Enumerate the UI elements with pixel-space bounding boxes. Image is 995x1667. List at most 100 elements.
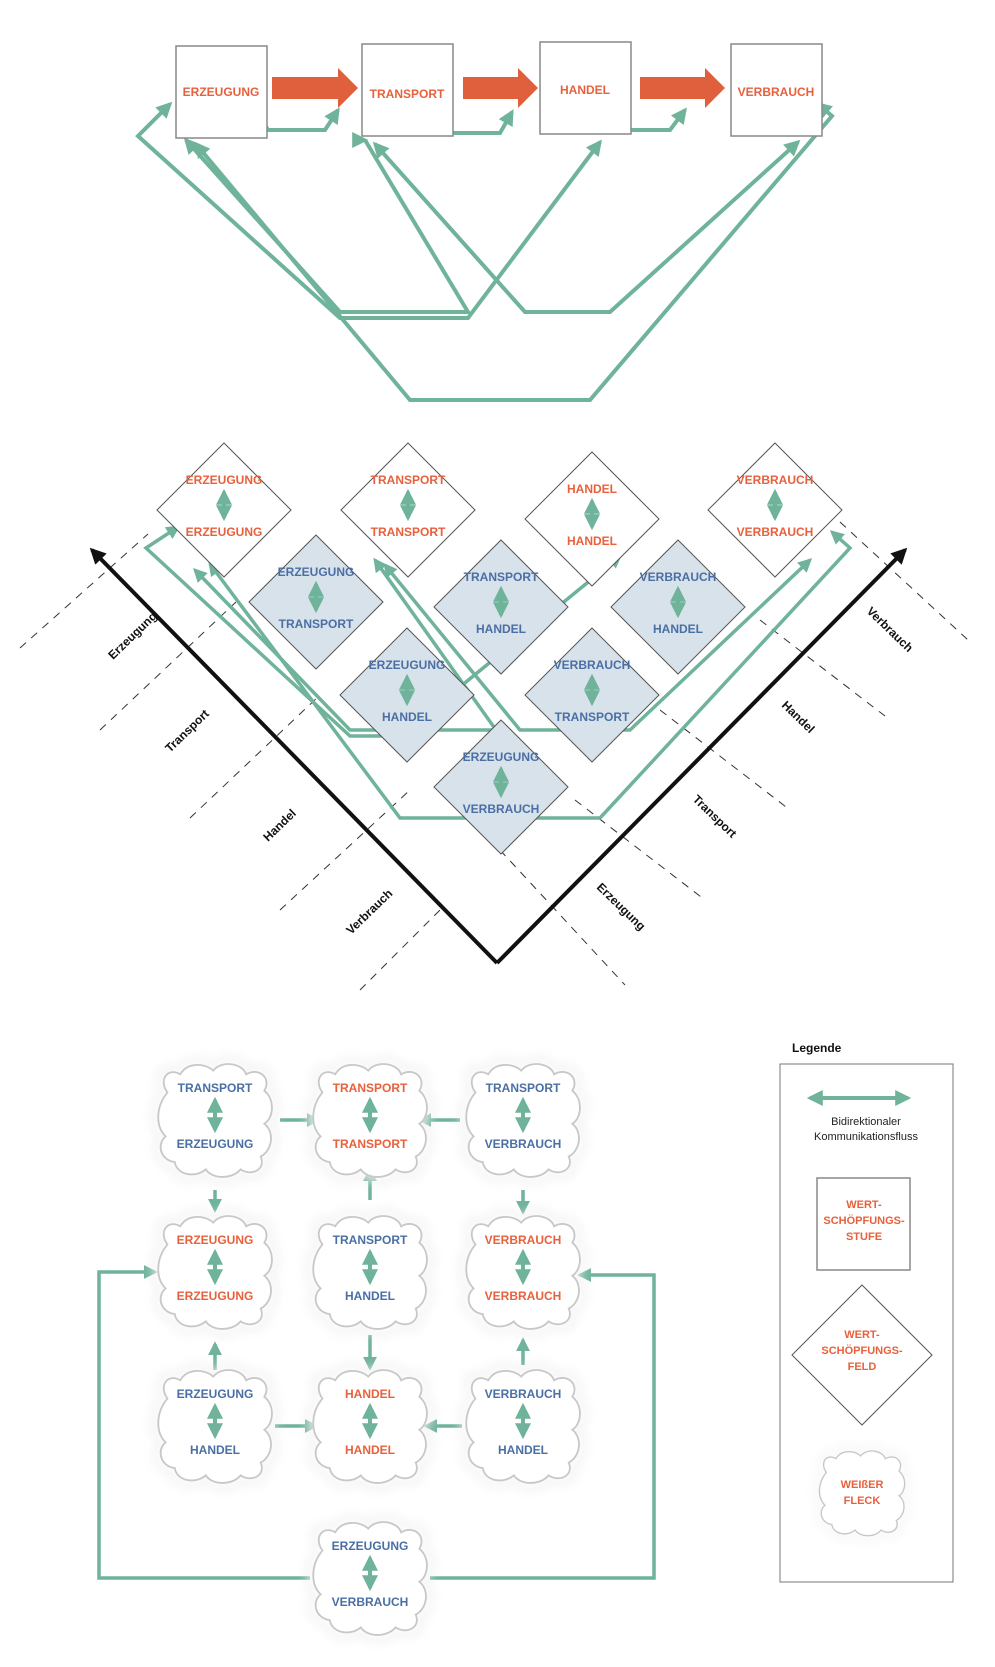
blob-cell-labels-top-label: ERZEUGUNG — [177, 1233, 254, 1247]
blob-cell-labels-bottom-label: ERZEUGUNG — [177, 1137, 254, 1151]
legend-title: Legende — [792, 1041, 842, 1055]
legend-spot-line1: WEIßER — [841, 1479, 884, 1491]
blob-cell: TRANSPORT HANDEL — [306, 1209, 434, 1336]
blob-cell-labels-bottom-label: HANDEL — [345, 1443, 395, 1457]
field-cell-bottom-label: HANDEL — [653, 622, 703, 636]
blob-cell-labels-top-label: TRANSPORT — [486, 1081, 561, 1095]
stage-label-handel: HANDEL — [560, 83, 610, 97]
blob-cell-labels-bottom-label: HANDEL — [345, 1289, 395, 1303]
blob-cell-labels-top-label: VERBRAUCH — [485, 1233, 562, 1247]
field-cell-bottom-label: TRANSPORT — [555, 710, 630, 724]
stage-cell-top-label: TRANSPORT — [371, 473, 446, 487]
legend: Legende Bidirektionaler Kommunikationsfl… — [779, 1041, 954, 1583]
stage-cell-bottom-label: ERZEUGUNG — [186, 525, 263, 539]
stage-cell-top-label: VERBRAUCH — [737, 473, 814, 487]
field-cell-top-label: TRANSPORT — [464, 570, 539, 584]
field-cell: ERZEUGUNG VERBRAUCH — [463, 750, 540, 816]
blob-cell-labels-top-label: TRANSPORT — [178, 1081, 253, 1095]
blob-cell-labels: TRANSPORT HANDEL — [333, 1233, 408, 1303]
field-cell-top-label: ERZEUGUNG — [463, 750, 540, 764]
blob-cell-labels-top-label: ERZEUGUNG — [332, 1539, 409, 1553]
blob-cell: TRANSPORT TRANSPORT — [306, 1057, 434, 1184]
stage-label-erzeugung: ERZEUGUNG — [183, 85, 260, 99]
field-cell: VERBRAUCH TRANSPORT — [554, 658, 631, 724]
matrix-axes — [89, 547, 908, 965]
blob-cell: ERZEUGUNG VERBRAUCH — [306, 1515, 434, 1642]
chain-section: ERZEUGUNG TRANSPORT HANDEL VERBRAUCH — [135, 41, 835, 402]
blob-cell: ERZEUGUNG HANDEL — [151, 1363, 279, 1490]
axis-left-handel: Handel — [260, 806, 299, 844]
stage-cell-bottom-label: TRANSPORT — [371, 525, 446, 539]
blob-cell-labels-top-label: TRANSPORT — [333, 1233, 408, 1247]
blob-cell-labels-bottom-label: VERBRAUCH — [485, 1289, 562, 1303]
legend-field-line3: FELD — [848, 1361, 877, 1373]
stage-cell-bottom-label: VERBRAUCH — [737, 525, 814, 539]
field-cell-top-label: VERBRAUCH — [640, 570, 717, 584]
stage-cell: VERBRAUCH VERBRAUCH — [737, 473, 814, 539]
blob-cell-labels-top-label: ERZEUGUNG — [177, 1387, 254, 1401]
legend-stage-box — [816, 1177, 911, 1271]
matrix-stage-labels: ERZEUGUNG ERZEUGUNG TRANSPORT TRANSPORT HAND… — [186, 473, 814, 548]
chain-flow-lines — [135, 100, 835, 402]
blob-cell-labels: ERZEUGUNG VERBRAUCH — [332, 1539, 409, 1609]
blob-cell-labels: TRANSPORT TRANSPORT — [333, 1081, 408, 1151]
legend-spot-blob — [815, 1446, 910, 1541]
blob-flow-lines — [97, 1113, 656, 1580]
blob-section: TRANSPORTERZEUGUNGTRANSPORTTRANSPORTTRAN… — [97, 1057, 656, 1642]
blob-cell-labels-top-label: TRANSPORT — [333, 1081, 408, 1095]
matrix-dashed-lines — [19, 521, 969, 991]
blob-cells: TRANSPORTERZEUGUNGTRANSPORTTRANSPORTTRAN… — [151, 1057, 587, 1642]
matrix-section: Erzeugung Transport Handel Verbrauch Ver… — [19, 442, 969, 991]
legend-spot-line2: FLECK — [844, 1495, 881, 1507]
blob-cell-labels-bottom-label: TRANSPORT — [333, 1137, 408, 1151]
field-cell: VERBRAUCH HANDEL — [640, 570, 717, 636]
axis-right-handel: Handel — [779, 698, 818, 736]
stage-label-transport: TRANSPORT — [370, 87, 445, 101]
stage-boxes — [175, 41, 823, 139]
field-cell-top-label: VERBRAUCH — [554, 658, 631, 672]
axis-right-transport: Transport — [690, 792, 740, 841]
legend-stage-line1: WERT- — [846, 1199, 882, 1211]
blob-cell-labels-top-label: VERBRAUCH — [485, 1387, 562, 1401]
field-cell-top-label: ERZEUGUNG — [369, 658, 446, 672]
stage-cell-bottom-label: HANDEL — [567, 534, 617, 548]
stage-cell-top-label: HANDEL — [567, 482, 617, 496]
blob-cell: VERBRAUCH VERBRAUCH — [459, 1209, 587, 1336]
legend-field-diamond — [791, 1284, 933, 1426]
field-cell-bottom-label: VERBRAUCH — [463, 802, 540, 816]
stage-arrows — [272, 68, 725, 108]
field-cell: TRANSPORT HANDEL — [464, 570, 539, 636]
matrix-field-labels: ERZEUGUNGTRANSPORTTRANSPORTHANDELVERBRAU… — [278, 565, 717, 816]
field-cell-bottom-label: HANDEL — [382, 710, 432, 724]
blob-cell-labels-bottom-label: HANDEL — [190, 1443, 240, 1457]
stage-cell: TRANSPORT TRANSPORT — [371, 473, 446, 539]
axis-right-erzeugung: Erzeugung — [594, 880, 648, 933]
axis-left-transport: Transport — [162, 707, 212, 756]
stage-label-verbrauch: VERBRAUCH — [738, 85, 815, 99]
blob-cell-labels: ERZEUGUNG HANDEL — [177, 1387, 254, 1457]
legend-flow-line2: Kommunikationsfluss — [814, 1131, 918, 1143]
field-cell: ERZEUGUNG HANDEL — [369, 658, 446, 724]
blob-cell-labels-bottom-label: VERBRAUCH — [332, 1595, 409, 1609]
blob-cell-labels: TRANSPORT ERZEUGUNG — [177, 1081, 254, 1151]
stage-cell: HANDEL HANDEL — [567, 482, 617, 548]
blob-cell-labels: VERBRAUCH VERBRAUCH — [485, 1233, 562, 1303]
stage-cell-top-label: ERZEUGUNG — [186, 473, 263, 487]
blob-cell: TRANSPORT ERZEUGUNG — [151, 1057, 279, 1184]
field-cell-top-label: ERZEUGUNG — [278, 565, 355, 579]
legend-field-line1: WERT- — [844, 1329, 880, 1341]
stage-cell: ERZEUGUNG ERZEUGUNG — [186, 473, 263, 539]
legend-stage-line2: SCHÖPFUNGS- — [823, 1214, 905, 1227]
axis-right-verbrauch: Verbrauch — [864, 604, 916, 655]
field-cell-bottom-label: HANDEL — [476, 622, 526, 636]
